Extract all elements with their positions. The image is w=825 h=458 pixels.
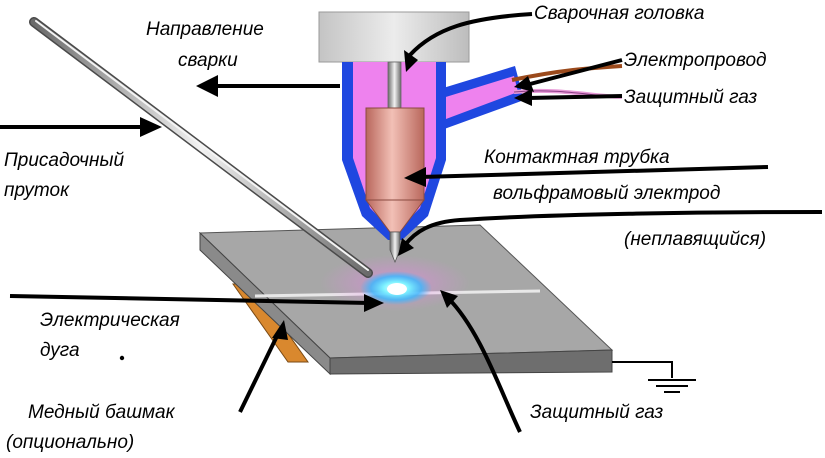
label-electric-arc-line2: дуга [40,340,80,361]
label-power-cable: Электропровод [624,50,767,71]
label-electric-arc-line1: Электрическая [40,310,180,331]
contact-tube-pointer [419,165,769,179]
shielding-gas-pointer [446,296,522,433]
ground-symbol [612,361,696,393]
arrow-heads [140,50,534,340]
label-shielding-gas-top: Защитный газ [624,87,757,108]
copper-shoe-pointer [238,333,280,413]
stray-dot [119,355,125,361]
label-tungsten-electrode: вольфрамовый электрод [493,183,720,204]
gas-hose-pointer [527,94,623,100]
contact-tube [365,107,425,233]
filler-rod [29,17,373,278]
power-cable-pointer [529,58,623,86]
electrode-shaft [387,61,402,111]
label-non-consumable: (неплавящийся) [624,229,766,250]
direction-arrow-head [196,75,218,97]
leader-lines [0,12,823,433]
tungsten-electrode [389,231,401,264]
label-welding-direction-line2: сварки [178,50,238,71]
label-filler-rod-line2: пруток [4,180,70,201]
label-welding-direction-line1: Направление [146,19,264,40]
electrode-pointer [403,210,823,247]
label-copper-shoe-line1: Медный башмак [28,402,176,423]
welding-head [318,11,470,63]
label-welding-head: Сварочная головка [534,3,704,24]
welding-head-pointer [408,12,533,57]
label-shielding-gas-bottom: Защитный газ [530,402,663,423]
side-pipe [430,66,524,132]
label-filler-rod-line1: Присадочный [4,150,124,171]
labels: Направление сварки Сварочная головка Эле… [4,3,767,453]
label-copper-shoe-line2: (опционально) [6,432,134,453]
label-contact-tube: Контактная трубка [484,147,670,168]
arc-pointer [9,294,371,305]
